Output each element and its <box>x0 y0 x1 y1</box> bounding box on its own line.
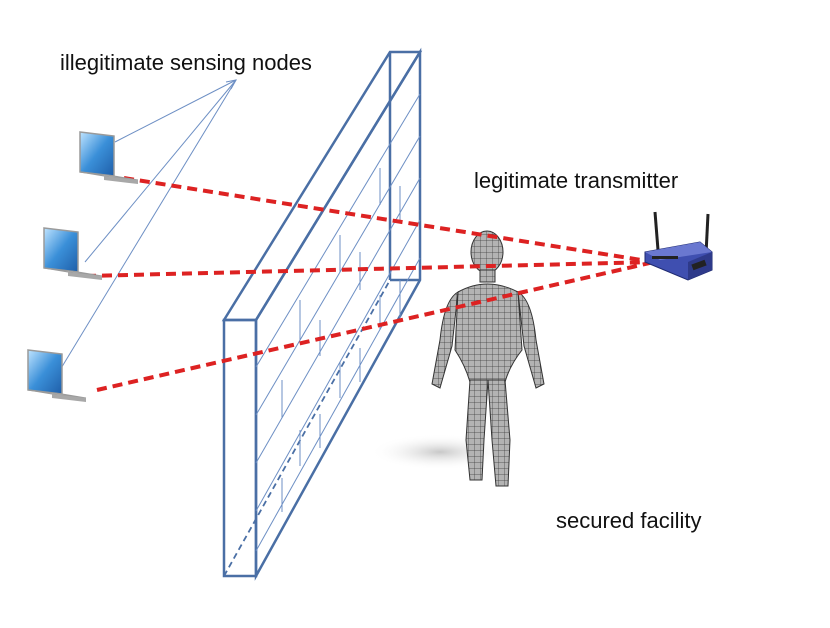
human-figure-icon <box>431 230 545 487</box>
transmitter-label: legitimate transmitter <box>474 168 679 193</box>
wall <box>221 47 423 581</box>
laptop-icon <box>43 227 103 280</box>
wifi-router-icon <box>644 211 713 281</box>
signal-path-2 <box>85 260 655 278</box>
node-link-2 <box>84 79 237 263</box>
link-arrow-head <box>225 79 237 90</box>
person-shadow <box>370 434 510 470</box>
wall-main-face <box>254 47 422 581</box>
laptop-icon <box>27 349 87 402</box>
facility-label: secured facility <box>556 508 702 533</box>
node-link-lines <box>59 79 237 371</box>
wall-hidden-edge <box>223 279 391 577</box>
signal-path-1 <box>123 176 655 264</box>
laptop-icon <box>79 131 139 184</box>
signal-path-3 <box>96 260 655 392</box>
illegitimate-nodes-label: illegitimate sensing nodes <box>60 50 312 75</box>
node-link-3 <box>59 79 237 371</box>
signal-paths <box>85 176 655 392</box>
node-link-1 <box>114 79 237 143</box>
